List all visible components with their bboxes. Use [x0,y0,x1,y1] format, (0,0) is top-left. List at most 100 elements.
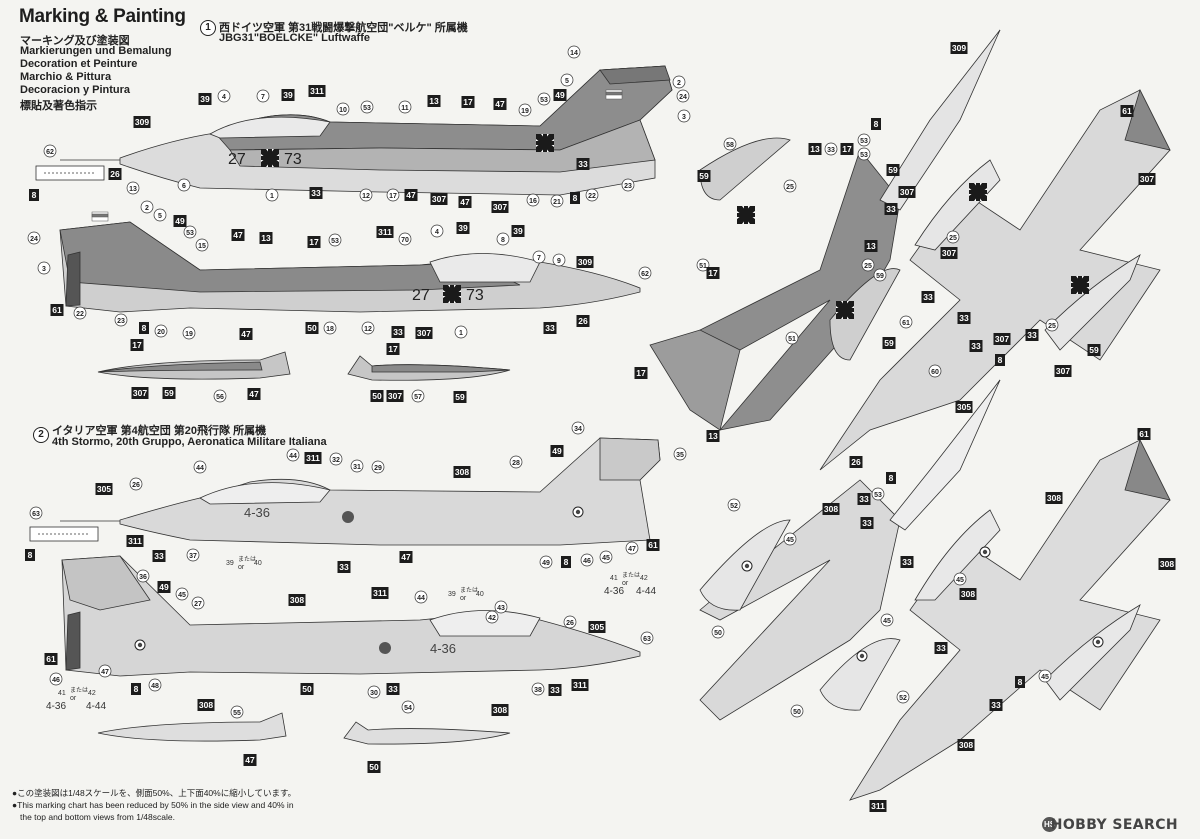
decal-callout: 18 [323,321,337,335]
decal-callout: 59 [873,268,887,282]
paint-callout: 61 [44,653,58,665]
callout-number: 53 [874,492,882,499]
decal-callout: 1 [265,188,279,202]
paint-callout: 308 [822,503,840,515]
decal-callout: 56 [213,389,227,403]
callout-number: 311 [871,801,885,811]
alt-code-41b: 41 [58,690,66,697]
decal-callout: 42 [485,610,499,624]
paint-callout: 33 [543,322,557,334]
jbg31-drop-tanks [97,351,511,381]
callout-number: 33 [991,700,1001,710]
paint-callout: 33 [391,326,405,338]
decal-callout: 57 [411,389,425,403]
paint-callout: 311 [304,452,322,464]
decal-callout: 58 [723,137,737,151]
decal-callout: 50 [790,704,804,718]
callout-number: 59 [699,171,709,181]
paint-callout: 13 [864,240,878,252]
alt-code-39b: 39 [448,591,456,598]
callout-number: 9 [557,258,561,265]
callout-number: 307 [1056,366,1070,376]
callout-number: 308 [199,700,213,710]
decal-callout: 52 [727,498,741,512]
callout-number: 53 [186,230,194,237]
jbg31-top-view [649,29,1001,431]
callout-number: 33 [311,188,321,198]
callout-number: 33 [859,494,869,504]
paint-callout: 33 [989,699,1003,711]
decal-callout: 47 [98,664,112,678]
decal-callout: 9 [552,253,566,267]
callout-number: 13 [261,233,271,243]
italian-side-code-a: 4-36 [244,505,270,520]
paint-callout: 17 [130,339,144,351]
callout-number: 35 [676,452,684,459]
paint-callout: 47 [493,98,507,110]
callout-number: 59 [884,338,894,348]
decal-callout: 44 [193,460,207,474]
paint-callout: 39 [198,93,212,105]
decal-callout: 43 [494,600,508,614]
decal-callout: 29 [371,460,385,474]
hobby-search-logo-icon: HS [1042,817,1057,832]
paint-callout: 47 [243,754,257,766]
paint-callout: 49 [553,89,567,101]
callout-number: 50 [714,630,722,637]
callout-number: 27 [194,601,202,608]
callout-number: 33 [902,557,912,567]
italian-drop-tanks [97,712,511,745]
callout-number: 34 [574,426,582,433]
section-2-title-en: 4th Stormo, 20th Gruppo, Aeronatica Mili… [52,436,327,448]
callout-number: 58 [726,142,734,149]
decal-callout: 12 [359,188,373,202]
paint-callout: 47 [247,388,261,400]
paint-callout: 61 [646,539,660,551]
callout-number: 307 [900,187,914,197]
callout-number: 33 [388,684,398,694]
note-scale-en-1: ●This marking chart has been reduced by … [12,800,294,810]
alt-code-text-4-36-a: 4-36 [604,586,624,597]
paint-callout: 308 [1045,492,1063,504]
callout-number: 49 [542,560,550,567]
code-text-73b: 73 [466,287,484,304]
callout-number: 23 [624,183,632,190]
callout-number: 45 [883,618,891,625]
decal-callout: 53 [871,487,885,501]
paint-callout: 59 [886,164,900,176]
callout-number: 45 [602,555,610,562]
or-jp-c: または [460,587,478,594]
paint-callout: 8 [25,549,35,561]
paint-callout: 47 [458,196,472,208]
decal-callout: 33 [824,142,838,156]
decal-callout: 3 [677,109,691,123]
paint-callout: 8 [131,683,141,695]
callout-number: 45 [178,592,186,599]
decal-callout: 3 [37,261,51,275]
subtitle-de: Markierungen und Bemalung [20,45,172,57]
callout-number: 8 [32,190,37,200]
callout-number: 308 [1047,493,1061,503]
decal-callout: 60 [928,364,942,378]
callout-number: 51 [788,336,796,343]
callout-number: 33 [959,313,969,323]
callout-number: 12 [364,326,372,333]
callout-number: 50 [372,391,382,401]
paint-callout: 309 [950,42,968,54]
decal-callout: 51 [785,331,799,345]
code-text-27b: 27 [412,287,430,304]
callout-number: 14 [570,50,578,57]
paint-callout: 311 [869,800,887,812]
callout-number: 46 [52,677,60,684]
alt-code-text-4-44-b: 4-44 [86,701,106,712]
paint-callout: 308 [491,704,509,716]
callout-number: 25 [864,263,872,270]
callout-number: 33 [936,643,946,653]
section-1-title-en: JBG31"BOELCKE" Luftwaffe [219,32,371,44]
paint-callout: 8 [561,556,571,568]
decal-callout: 45 [880,613,894,627]
callout-number: 17 [463,97,473,107]
subtitle-cn: 標貼及著色指示 [20,100,97,112]
callout-number: 20 [157,329,165,336]
